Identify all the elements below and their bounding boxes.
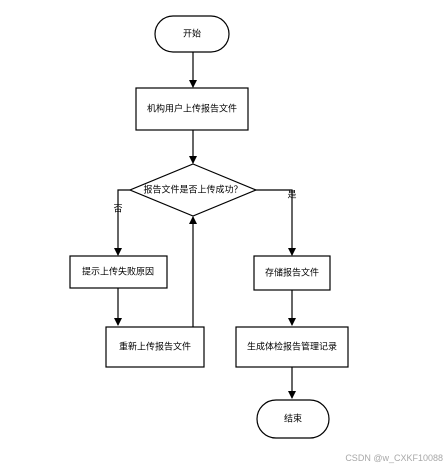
watermark: CSDN @w_CXKF10088 [345,453,443,463]
edge-decision-yes [256,189,296,256]
reupload-node: 重新上传报告文件 [105,326,205,368]
store-label: 存储报告文件 [265,267,319,279]
generate-record-node: 生成体检报告管理记录 [235,326,349,368]
fail-prompt-node: 提示上传失败原因 [69,255,168,289]
decision-node: 报告文件是否上传成功？ [128,163,258,217]
edge-yes-label: 是 [287,190,296,201]
reupload-label: 重新上传报告文件 [119,341,191,353]
edge-no-label: 否 [113,204,122,215]
store-node: 存储报告文件 [253,255,331,291]
connectors [114,52,296,399]
upload-label: 机构用户上传报告文件 [147,103,237,115]
decision-label: 报告文件是否上传成功？ [143,184,242,196]
end-node: 结束 [256,399,330,439]
start-label: 开始 [183,28,201,40]
generate-record-label: 生成体检报告管理记录 [247,341,337,353]
start-node: 开始 [154,15,230,53]
upload-node: 机构用户上传报告文件 [135,87,249,131]
fail-prompt-label: 提示上传失败原因 [82,266,154,278]
end-label: 结束 [284,413,302,425]
edge-decision-no [114,189,130,256]
